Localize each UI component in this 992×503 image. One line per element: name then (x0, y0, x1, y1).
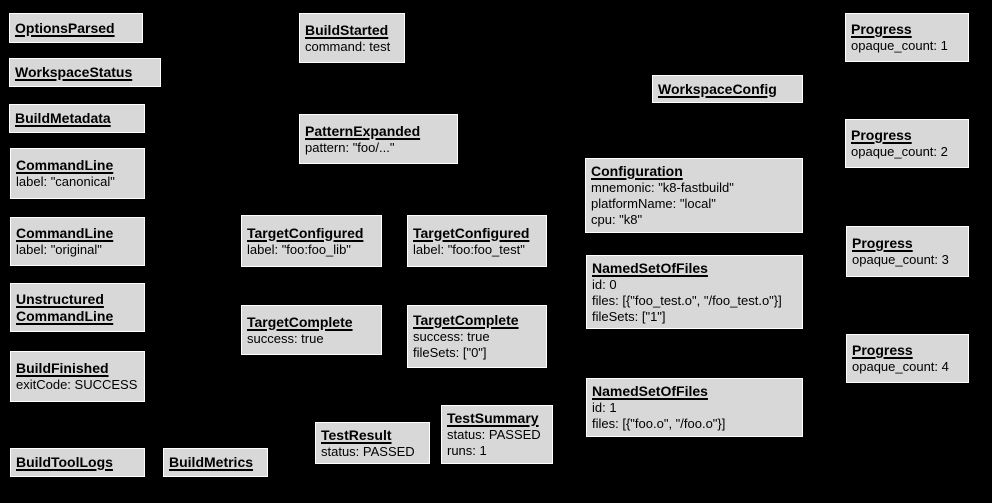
node-detail: files: [{"foo.o", "/foo.o"}] (592, 416, 726, 431)
node-detail: label: "canonical" (16, 174, 115, 189)
node-detail: fileSets: ["1"] (592, 308, 666, 324)
node-detail: opaque_count: 1 (851, 38, 948, 53)
node-progress-2: Progress opaque_count: 2 (845, 119, 969, 168)
node-title: PatternExpanded (305, 122, 421, 139)
node-workspace-config: WorkspaceConfig (652, 75, 803, 103)
node-detail: command: test (305, 38, 391, 54)
node-target-configured-foo-test: TargetConfigured label: "foo:foo_test" (407, 215, 547, 267)
node-target-configured-foo-lib: TargetConfigured label: "foo:foo_lib" (241, 215, 382, 267)
node-title: WorkspaceConfig (658, 80, 777, 97)
node-named-set-of-files-1: NamedSetOfFiles id: 1 files: [{"foo.o", … (586, 378, 803, 437)
node-configuration: Configuration mnemonic: "k8-fastbuild" p… (585, 158, 803, 233)
node-build-tool-logs: BuildToolLogs (10, 448, 145, 477)
node-title: TargetComplete (413, 312, 519, 328)
node-build-metrics: BuildMetrics (163, 448, 268, 477)
node-title: TargetConfigured (413, 224, 530, 241)
node-title: BuildFinished (16, 360, 109, 376)
node-detail: opaque_count: 2 (851, 144, 948, 159)
node-detail: exitCode: SUCCESS (16, 377, 138, 392)
node-title: TargetComplete (247, 313, 353, 330)
node-detail: pattern: "foo/..." (305, 139, 395, 155)
node-title: BuildToolLogs (16, 454, 113, 470)
node-build-started: BuildStarted command: test (299, 13, 405, 63)
node-progress-3: Progress opaque_count: 3 (846, 226, 969, 277)
node-detail: files: [{"foo_test.o", "/foo_test.o"}] (592, 292, 782, 308)
node-named-set-of-files-0: NamedSetOfFiles id: 0 files: [{"foo_test… (586, 255, 803, 329)
node-detail: label: "foo:foo_test" (413, 241, 525, 257)
node-detail: platformName: "local" (591, 196, 716, 211)
node-detail: label: "original" (16, 242, 102, 257)
node-detail: success: true (247, 330, 324, 346)
node-title: NamedSetOfFiles (592, 383, 708, 399)
node-title: NamedSetOfFiles (592, 259, 708, 276)
node-title: Unstructured CommandLine (16, 290, 114, 324)
node-detail: cpu: "k8" (591, 212, 643, 227)
node-command-line-original: CommandLine label: "original" (10, 217, 145, 266)
node-test-result: TestResult status: PASSED (315, 422, 430, 464)
node-detail: id: 0 (592, 276, 617, 292)
node-title: BuildMetadata (15, 110, 111, 126)
node-test-summary: TestSummary status: PASSED runs: 1 (441, 405, 553, 464)
node-title: Progress (851, 127, 912, 143)
node-title: CommandLine (16, 157, 114, 173)
node-detail: id: 1 (592, 400, 617, 415)
node-detail: runs: 1 (447, 443, 487, 458)
node-title: TestResult (321, 426, 392, 443)
node-detail: success: true (413, 329, 490, 344)
node-options-parsed: OptionsParsed (9, 13, 143, 43)
node-title: Progress (852, 342, 913, 358)
node-title: Configuration (591, 163, 683, 179)
node-pattern-expanded: PatternExpanded pattern: "foo/..." (299, 114, 458, 164)
node-progress-4: Progress opaque_count: 4 (846, 334, 969, 383)
node-detail: opaque_count: 3 (852, 252, 949, 267)
node-unstructured-command-line: Unstructured CommandLine (10, 283, 145, 332)
node-progress-1: Progress opaque_count: 1 (845, 13, 969, 62)
node-target-complete-foo-lib: TargetComplete success: true (241, 305, 382, 355)
node-detail: status: PASSED (447, 427, 541, 442)
node-title: CommandLine (16, 225, 114, 241)
node-build-finished: BuildFinished exitCode: SUCCESS (10, 351, 145, 402)
node-build-metadata: BuildMetadata (9, 104, 145, 133)
node-target-complete-foo-test: TargetComplete success: true fileSets: [… (407, 305, 547, 368)
node-workspace-status: WorkspaceStatus (9, 58, 161, 87)
node-title: BuildStarted (305, 21, 389, 38)
node-title: TestSummary (447, 410, 539, 426)
node-title: Progress (852, 235, 913, 251)
node-title: TargetConfigured (247, 224, 364, 241)
node-title: Progress (851, 21, 912, 37)
node-command-line-canonical: CommandLine label: "canonical" (10, 148, 145, 199)
node-title: WorkspaceStatus (15, 64, 133, 80)
node-title: OptionsParsed (15, 19, 115, 36)
node-detail: opaque_count: 4 (852, 359, 949, 374)
node-detail: fileSets: ["0"] (413, 345, 487, 360)
node-detail: label: "foo:foo_lib" (247, 241, 351, 257)
node-detail: status: PASSED (321, 443, 415, 459)
node-title: BuildMetrics (169, 454, 254, 470)
node-detail: mnemonic: "k8-fastbuild" (591, 180, 734, 195)
